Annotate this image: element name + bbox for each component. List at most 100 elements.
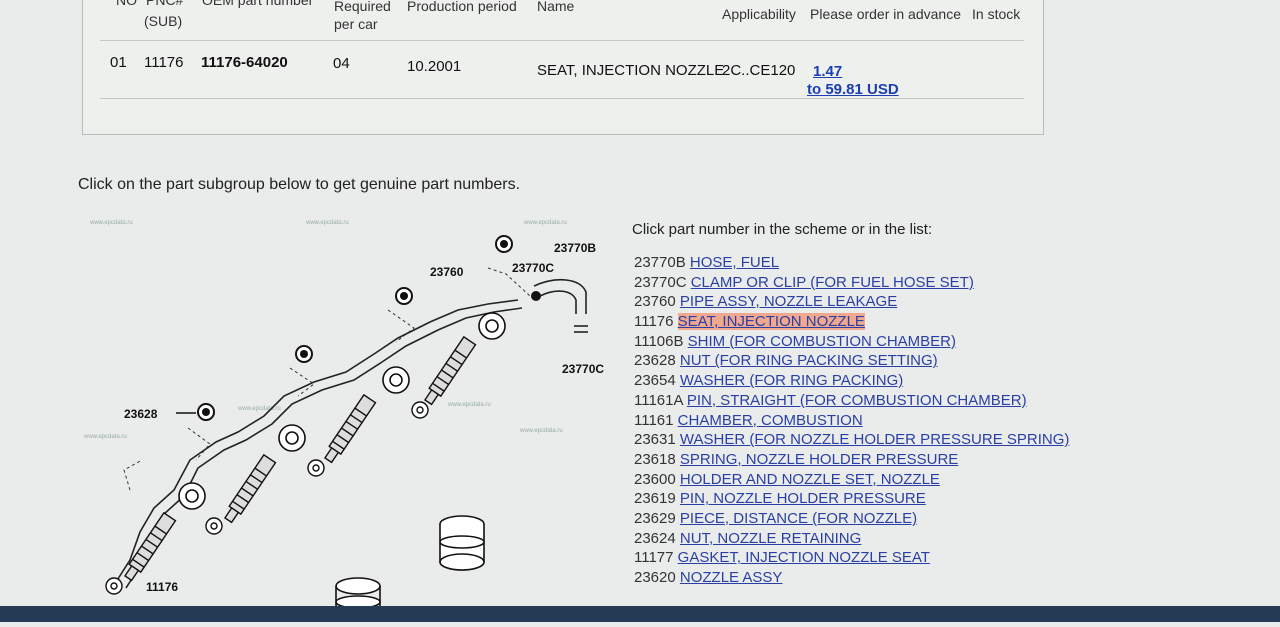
list-item: 23628 NUT (FOR RING PACKING SETTING) [634,351,1069,371]
part-name-link[interactable]: PIN, STRAIGHT (FOR COMBUSTION CHAMBER) [686,391,1027,409]
table-divider [100,98,1024,99]
part-name-link[interactable]: SPRING, NOZZLE HOLDER PRESSURE [679,450,959,468]
part-number: 23654 [634,372,676,390]
list-item: 23760 PIPE ASSY, NOZZLE LEAKAGE [634,292,1069,312]
row-pnc: 11176 [144,54,184,71]
part-number: 11161A [634,391,683,409]
part-name-link[interactable]: CLAMP OR CLIP (FOR FUEL HOSE SET) [690,273,974,291]
watermark: www.epcdata.ru [447,402,491,408]
scheme-drawing: www.epcdata.ru www.epcdata.ru www.epcdat… [83,220,604,622]
part-name-link[interactable]: GASKET, INJECTION NOZZLE SEAT [677,549,930,567]
list-item: 11161A PIN, STRAIGHT (FOR COMBUSTION CHA… [634,391,1069,411]
row-required: 04 [333,55,350,72]
injector-nozzle[interactable] [122,335,477,582]
part-name-link[interactable]: SHIM (FOR COMBUSTION CHAMBER) [687,332,957,350]
list-item: 11161 CHAMBER, COMBUSTION [634,411,1069,431]
fuel-hose[interactable] [533,279,588,333]
header-period: Production period [407,0,517,14]
taskbar [0,606,1280,622]
row-name: SEAT, INJECTION NOZZLE [537,62,725,79]
table-divider [100,40,1024,41]
header-no: NO [116,0,137,8]
part-name-link[interactable]: PIN, NOZZLE HOLDER PRESSURE [679,490,926,508]
header-required: Required [334,0,391,14]
part-name-link[interactable]: PIPE ASSY, NOZZLE LEAKAGE [679,293,898,311]
list-item: 23624 NUT, NOZZLE RETAINING [634,529,1069,549]
header-per-car: per car [334,16,378,32]
list-item: 23629 PIECE, DISTANCE (FOR NOZZLE) [634,509,1069,529]
header-stock: In stock [972,6,1021,22]
parts-scheme[interactable]: www.epcdata.ru www.epcdata.ru www.epcdat… [78,210,618,622]
clamp-icon[interactable] [197,235,541,421]
part-number: 23770C [634,273,687,291]
parts-table-panel [82,0,1044,135]
part-number: 23620 [634,569,676,586]
part-name-link[interactable]: PIECE, DISTANCE (FOR NOZZLE) [679,509,918,527]
header-oem: OEM part number [202,0,314,8]
price-from-link[interactable]: 1.47 [813,63,843,80]
part-number: 11177 [634,549,674,567]
list-item: 11177 GASKET, INJECTION NOZZLE SEAT [634,548,1069,568]
list-item: 23631 WASHER (FOR NOZZLE HOLDER PRESSURE… [634,430,1069,450]
list-item: 23618 SPRING, NOZZLE HOLDER PRESSURE [634,450,1069,470]
part-number: 11106B [634,332,684,350]
part-name-link[interactable]: HOLDER AND NOZZLE SET, NOZZLE [679,470,940,488]
row-period: 10.2001 [407,58,462,75]
part-name-link[interactable]: NUT, NOZZLE RETAINING [679,529,862,547]
watermark: www.epcdata.ru [237,406,281,412]
list-item: 11106B SHIM (FOR COMBUSTION CHAMBER) [634,332,1069,352]
header-pnc: PNC# [146,0,184,8]
part-name-link[interactable]: CHAMBER, COMBUSTION [677,411,863,429]
list-item: 23770C CLAMP OR CLIP (FOR FUEL HOSE SET) [634,273,1069,293]
scheme-label-23770c-lower[interactable]: 23770C [562,362,604,376]
part-number: 11161 [634,411,674,429]
seat-washer-icon[interactable] [105,401,429,595]
watermark: www.epcdata.ru [89,220,133,226]
combustion-chamber-icon[interactable] [335,515,485,622]
union-fitting-icon[interactable] [178,312,506,510]
scheme-label-23628[interactable]: 23628 [124,407,158,421]
part-number: 23770B [634,254,686,271]
list-item: 11176 SEAT, INJECTION NOZZLE [634,312,1069,332]
part-number: 23618 [634,450,676,468]
row-applicability: 2C..CE120 [722,62,796,79]
part-number: 23629 [634,509,676,527]
header-order: Please order in advance [810,6,961,22]
list-item: 23620 NOZZLE ASSY [634,568,1069,588]
list-item: 23619 PIN, NOZZLE HOLDER PRESSURE [634,489,1069,509]
part-name-link[interactable]: NUT (FOR RING PACKING SETTING) [679,352,938,370]
header-sub: (SUB) [144,13,183,29]
part-number: 23760 [634,293,676,311]
header-name: Name [537,0,575,14]
row-oem: 11176-64020 [201,54,288,71]
row-no: 01 [110,54,127,71]
part-number: 23600 [634,470,676,488]
part-name-link[interactable]: WASHER (FOR RING PACKING) [679,372,904,390]
scheme-label-23770b[interactable]: 23770B [554,241,596,255]
scheme-label-23760[interactable]: 23760 [430,265,464,279]
parts-list-title: Click part number in the scheme or in th… [632,221,933,238]
part-name-link[interactable]: SEAT, INJECTION NOZZLE [677,313,865,331]
price-to-link[interactable]: to 59.81 USD [807,81,899,98]
part-name-link[interactable]: NOZZLE ASSY [679,569,783,586]
list-item: 23770B HOSE, FUEL [634,253,1069,273]
header-applicability: Applicability [722,6,796,22]
part-number: 23624 [634,529,676,547]
list-item: 23654 WASHER (FOR RING PACKING) [634,371,1069,391]
scheme-label-23770c[interactable]: 23770C [512,261,554,275]
leader-lines [123,267,531,491]
instruction-text: Click on the part subgroup below to get … [78,176,521,193]
part-name-link[interactable]: WASHER (FOR NOZZLE HOLDER PRESSURE SPRIN… [679,431,1070,449]
part-number: 23619 [634,490,676,508]
watermark: www.epcdata.ru [519,428,563,434]
watermark: www.epcdata.ru [523,220,567,226]
part-number: 23628 [634,352,676,370]
part-number: 11176 [634,313,674,331]
list-item: 23600 HOLDER AND NOZZLE SET, NOZZLE [634,470,1069,490]
part-number: 23631 [634,431,676,449]
scheme-label-11176[interactable]: 11176 [146,580,178,594]
watermark: www.epcdata.ru [83,434,127,440]
part-name-link[interactable]: HOSE, FUEL [689,254,780,271]
watermark: www.epcdata.ru [305,220,349,226]
